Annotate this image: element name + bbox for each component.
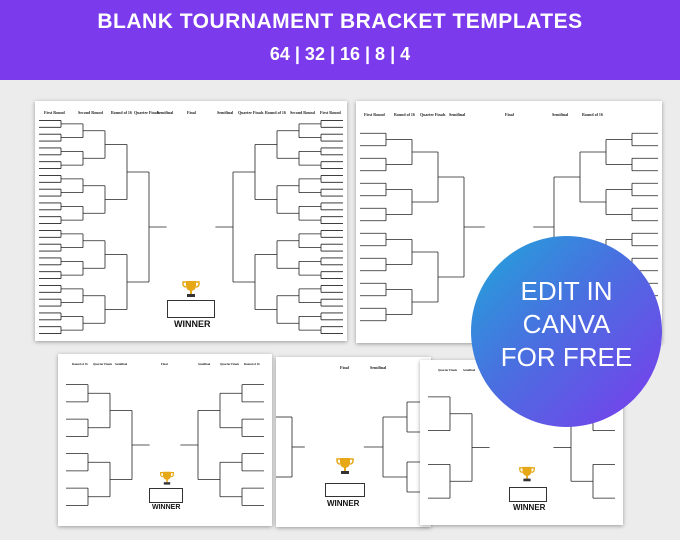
header-final: Final [161,362,168,366]
header-semifinal: Semifinal [463,368,476,372]
badge-line-1: EDIT IN [520,276,613,306]
header-semifinal: Semifinal [370,365,387,370]
edit-in-canva-badge: EDIT IN CANVA FOR FREE [471,236,662,427]
winner-label: WINNER [327,499,360,508]
bracket-16-sheet: Round of 16 Quarter Finals Semifinal Fin… [58,354,272,526]
header-quarterfinals-right: Quarter Finals [220,362,240,366]
winner-label: WINNER [152,504,181,511]
header-first-round: First Round [364,112,385,117]
header-semifinal-right: Semifinal [217,110,234,115]
banner-title: BLANK TOURNAMENT BRACKET TEMPLATES [97,10,583,33]
header-round16-right: Round of 16 [582,112,603,117]
header-semifinal-left: Semifinal [449,112,466,117]
winner-box [167,300,215,318]
header-quarterfinals-left: Quarter Finals [93,362,113,366]
header-second-round-left: Second Round [78,110,103,115]
header-round16-right: Round of 16 [244,362,260,366]
header-final: Final [505,112,514,117]
header-first-round-right: First Round [320,110,341,115]
bracket-4-lines [428,396,615,499]
header-quarterfinals-left: Quarter Finals [134,110,160,115]
winner-box [149,488,183,503]
winner-label: WINNER [513,503,546,512]
badge-line-2: CANVA [522,309,611,339]
header-semifinal-left: Semifinal [157,110,174,115]
header-quarterfinals: Quarter Finals [438,368,458,372]
header-final: Final [187,110,196,115]
trophy-icon [182,281,200,297]
header-round16-right: Round of 16 [265,110,286,115]
trophy-icon [160,471,174,485]
header-semifinal-left: Semifinal [115,362,128,366]
winner-label: WINNER [174,319,211,329]
header-round16-left: Round of 16 [394,112,415,117]
winner-box [509,487,547,502]
banner-subtitle: 64 | 32 | 16 | 8 | 4 [269,44,411,64]
bracket-64-sheet: First Round Second Round Round of 16 Qua… [35,101,347,341]
bracket-64-lines [39,120,343,334]
header-final: Final [340,365,349,370]
header-second-round-right: Second Round [290,110,315,115]
header-first-round-left: First Round [44,110,65,115]
winner-box [325,483,365,497]
header-round16-left: Round of 16 [72,362,88,366]
badge-line-3: FOR FREE [500,342,633,372]
header-quarterfinals-right: Quarter Finals [238,110,264,115]
bracket-16-lines [66,384,264,506]
trophy-icon [336,458,354,474]
title-banner: BLANK TOURNAMENT BRACKET TEMPLATES 64 | … [0,0,680,80]
header-semifinal-right: Semifinal [552,112,569,117]
bracket-8-sheet: Final Semifinal WINNER [276,357,431,527]
header-quarterfinals: Quarter Finals [420,112,446,117]
trophy-icon [519,466,535,482]
header-semifinal-right: Semifinal [198,362,211,366]
header-round16-left: Round of 16 [111,110,132,115]
